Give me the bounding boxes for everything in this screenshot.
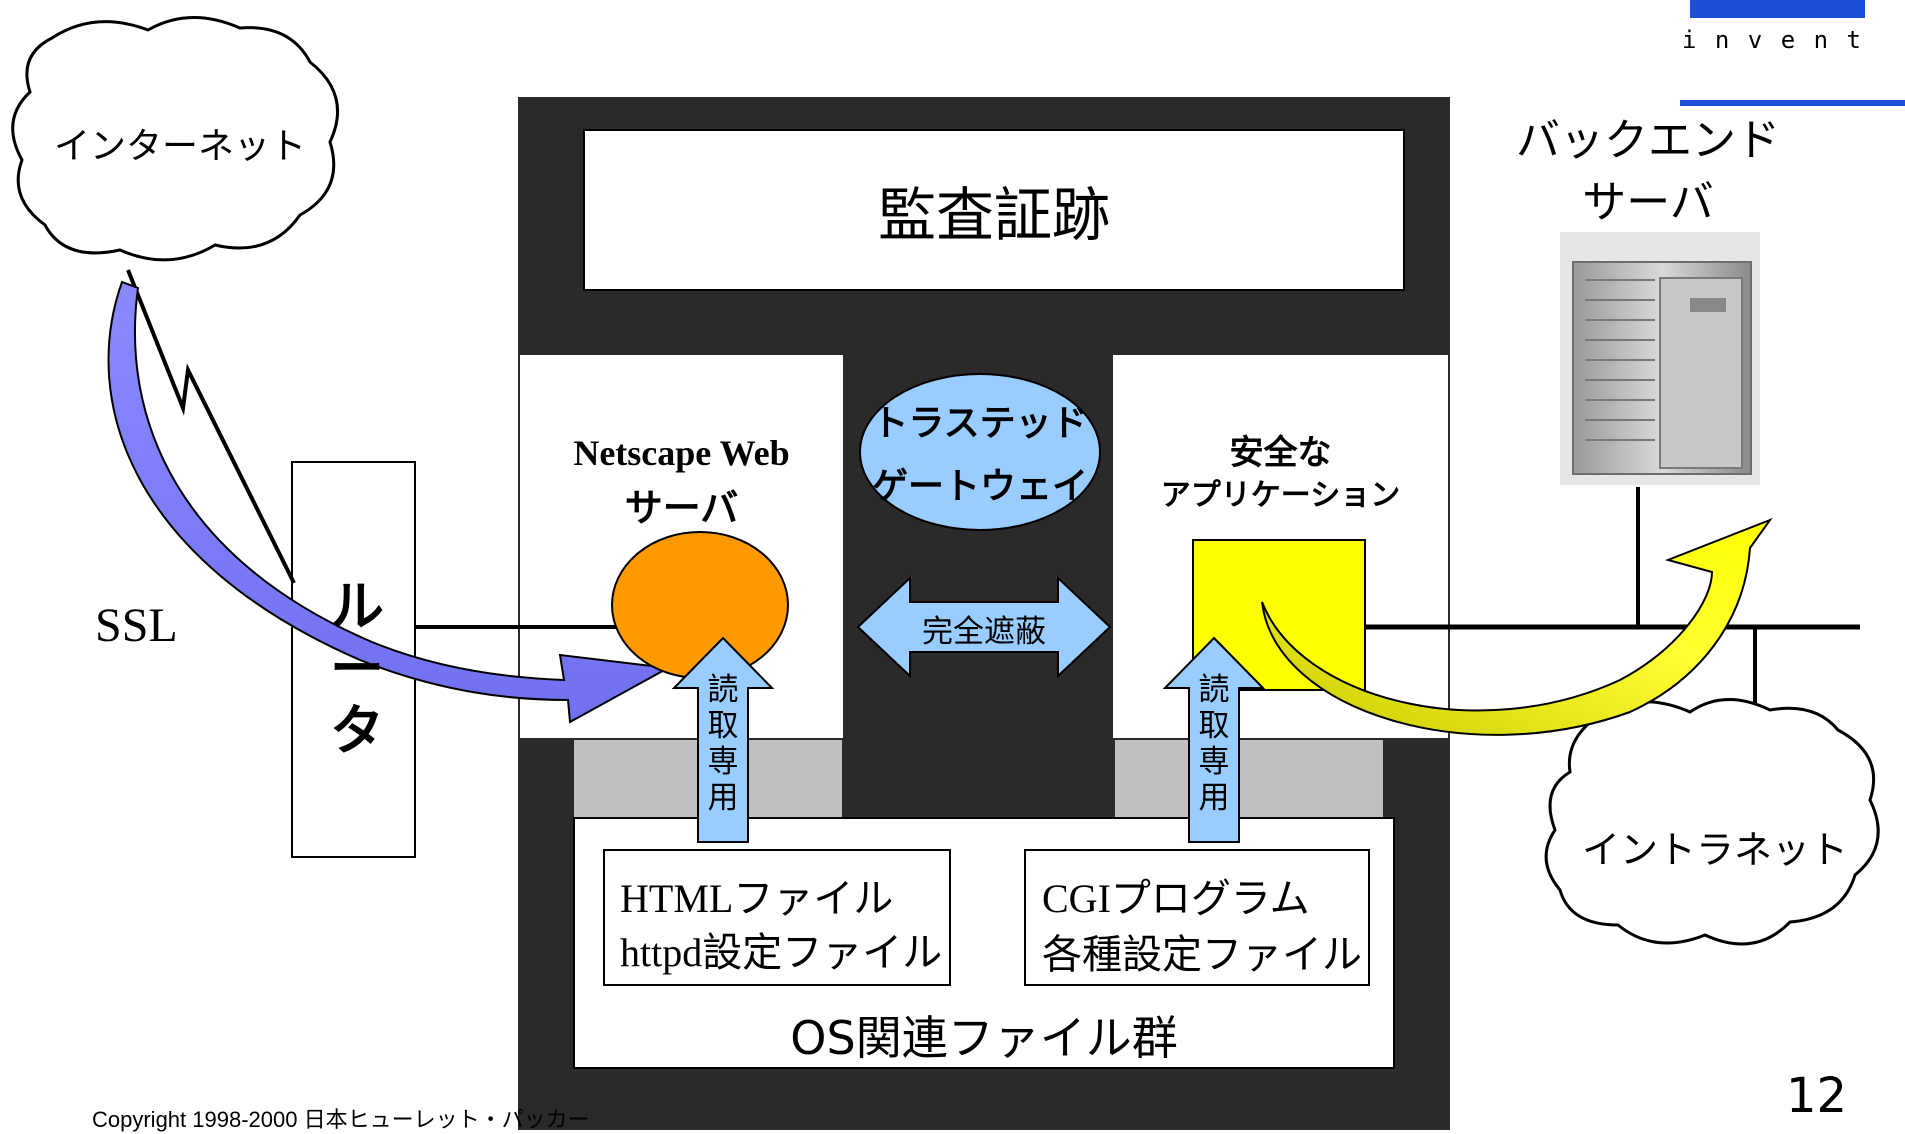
readonly-char: 読 (707, 672, 739, 708)
secure-app-line2: アプリケーション (1160, 478, 1401, 513)
hp-logo-icon (1680, 0, 1905, 106)
logo-tagline: i n v e n t (1682, 26, 1863, 54)
intranet-cloud-icon (1544, 698, 1880, 946)
backend-server-icon (1560, 232, 1760, 485)
web-server-oval (611, 531, 789, 679)
readonly-char: 取 (707, 708, 739, 744)
backend-title-line1: バックエンド (1516, 115, 1780, 166)
readonly-label-left: 読 取 専 用 (698, 672, 748, 816)
audit-box (583, 129, 1405, 291)
cgi-files-box (1024, 849, 1370, 986)
html-files-line1: HTMLファイル (620, 876, 894, 921)
web-server-name: Netscape Web (573, 433, 790, 473)
isolation-label: 完全遮蔽 (922, 613, 1046, 650)
intranet-label: イントラネット (1581, 827, 1848, 872)
internet-label: インターネット (53, 126, 306, 167)
readonly-char: 読 (1198, 672, 1230, 708)
os-files-label: OS関連ファイル群 (790, 1011, 1178, 1065)
backend-title-line2: サーバ (1582, 177, 1714, 228)
secure-app-line1: 安全な (1229, 432, 1332, 473)
page-number: 12 (1786, 1068, 1848, 1124)
gateway-line1: トラステッド (872, 403, 1088, 444)
backend-arrow (1261, 517, 1773, 736)
readonly-label-right: 読 取 専 用 (1189, 672, 1239, 816)
internet-cloud-icon (11, 16, 339, 262)
lightning-line (126, 269, 296, 584)
readonly-char: 取 (1198, 708, 1230, 744)
readonly-arrow-left (671, 636, 775, 843)
isolation-arrow (856, 575, 1112, 679)
html-files-box (603, 849, 951, 986)
router-label: ルータ (330, 575, 384, 762)
cgi-files-line2: 各種設定ファイル (1042, 932, 1362, 978)
gray-strip-right (1115, 740, 1383, 820)
gateway-line2: ゲートウェイ (871, 466, 1088, 507)
readonly-char: 専 (707, 744, 739, 780)
audit-label: 監査証跡 (877, 181, 1110, 249)
readonly-char: 用 (707, 780, 739, 816)
web-server-subtitle: サーバ (624, 485, 739, 530)
html-files-line2: httpd設定ファイル (620, 930, 943, 975)
readonly-arrow-right (1162, 636, 1266, 843)
cgi-files-line1: CGIプログラム (1042, 876, 1310, 921)
gateway-oval (859, 373, 1101, 531)
ssl-label: SSL (95, 599, 178, 652)
readonly-char: 専 (1198, 744, 1230, 780)
copyright-text: Copyright 1998-2000 日本ヒューレット・パッカー (92, 1107, 590, 1132)
readonly-char: 用 (1198, 780, 1230, 816)
